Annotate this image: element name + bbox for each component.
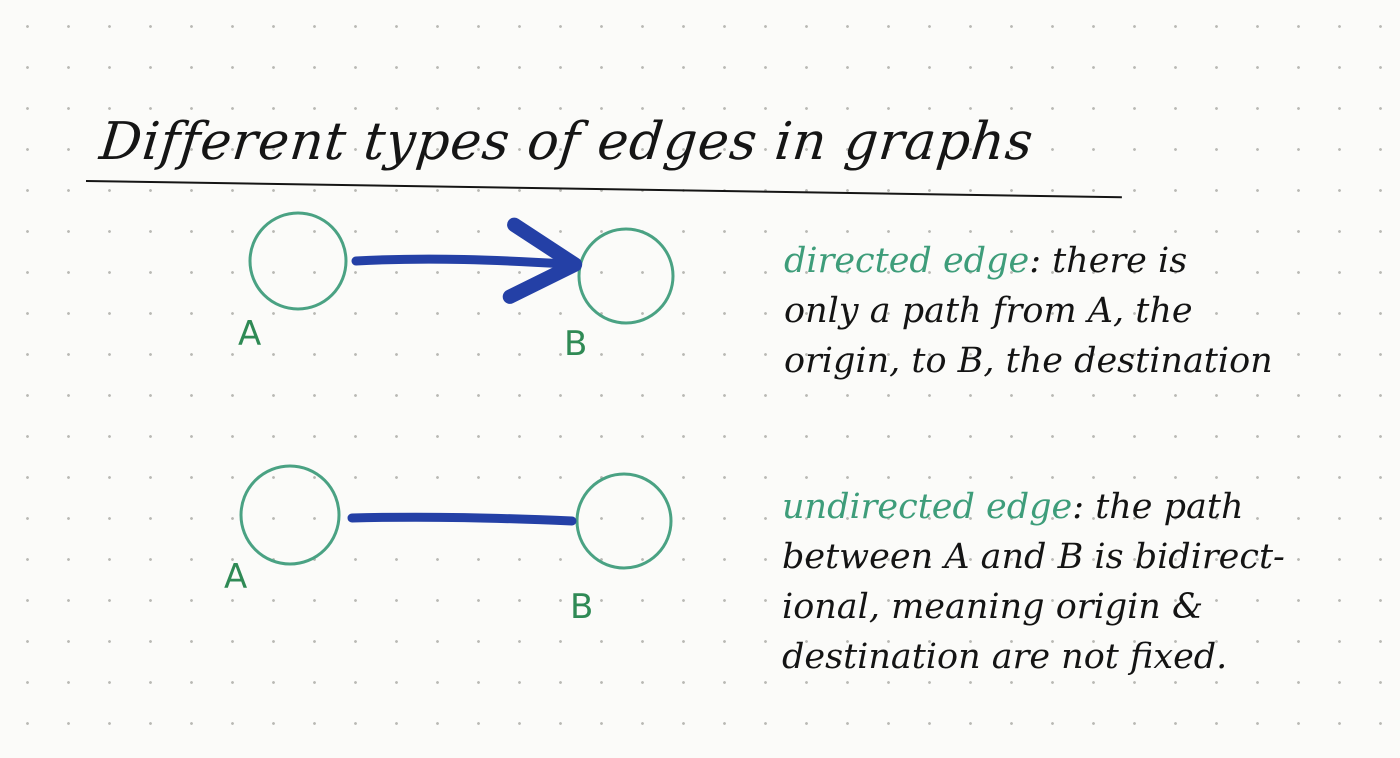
directed-node-a xyxy=(248,211,348,311)
directed-node-b-label: B xyxy=(564,324,587,364)
directed-description-line-2: only a path from A, the xyxy=(784,291,1193,331)
directed-description-line-1: : there is xyxy=(1029,241,1188,281)
directed-node-a-label: A xyxy=(238,314,261,354)
undirected-description-line-3: ional, meaning origin & xyxy=(782,587,1204,627)
undirected-edge-term: undirected edge xyxy=(782,487,1073,527)
undirected-edge-description: undirected edge: the path between A and … xyxy=(782,482,1382,682)
undirected-description-line-4: destination are not fixed. xyxy=(782,637,1228,677)
undirected-node-b-label: B xyxy=(570,587,593,627)
directed-description-line: directed edge: there is xyxy=(784,236,1384,286)
undirected-description-line: undirected edge: the path xyxy=(782,482,1382,532)
directed-edge-term: directed edge xyxy=(784,241,1030,281)
undirected-edge-example: A B xyxy=(224,464,673,627)
directed-edge-arrow xyxy=(351,217,583,304)
undirected-node-a-label: A xyxy=(224,557,247,597)
undirected-node-b xyxy=(575,472,673,570)
directed-node-b xyxy=(577,227,675,325)
undirected-description-line-2: between A and B is bidirect- xyxy=(782,537,1285,577)
undirected-node-a xyxy=(239,464,341,566)
directed-description-line-3: origin, to B, the destination xyxy=(784,341,1273,381)
undirected-description-line-1: : the path xyxy=(1072,487,1244,527)
undirected-edge-line xyxy=(347,512,577,526)
directed-edge-example: A B xyxy=(238,211,675,364)
directed-edge-description: directed edge: there is only a path from… xyxy=(784,236,1384,386)
